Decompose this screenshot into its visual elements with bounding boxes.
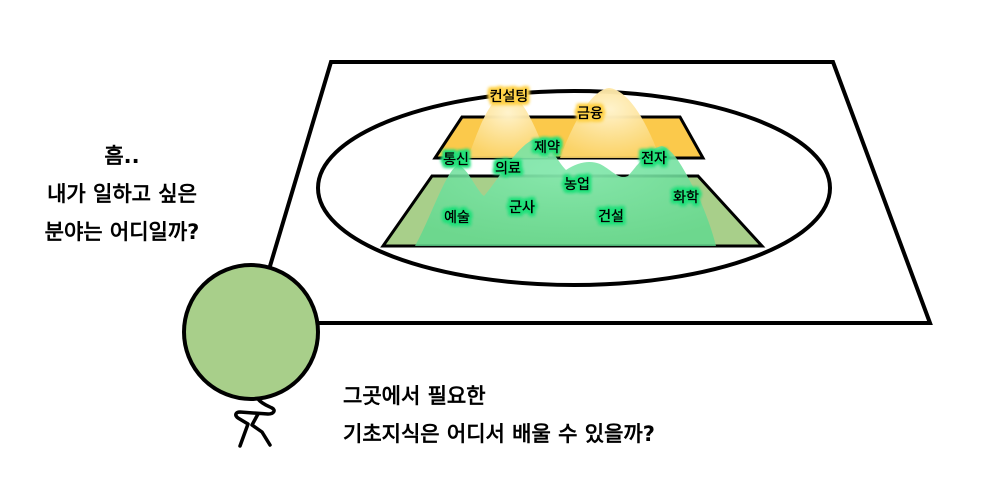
- left-thought-line-3: 분야는 어디일까?: [44, 220, 200, 244]
- upper-peak-consulting: [468, 93, 548, 158]
- lower-label-telecom: 통신: [443, 152, 469, 168]
- lower-label-pharma: 제약: [534, 139, 560, 156]
- lower-label-medical: 의료: [495, 160, 521, 177]
- bottom-thought-line-2: 기초지식은 어디서 배울 수 있을까?: [343, 422, 655, 446]
- lower-label-chemistry: 화학: [673, 190, 699, 206]
- lower-peaks: [415, 139, 716, 246]
- lower-label-military: 군사: [509, 200, 535, 216]
- upper-label-finance: 금융: [577, 106, 603, 122]
- bottom-thought-bubble: 그곳에서 필요한 기초지식은 어디서 배울 수 있을까?: [343, 377, 763, 453]
- bottom-thought-line-1: 그곳에서 필요한: [343, 384, 486, 408]
- person-head: [182, 263, 320, 401]
- upper-layer: 컨설팅 금융: [432, 88, 706, 160]
- lower-label-construction: 건설: [598, 208, 624, 225]
- upper-label-consulting: 컨설팅: [490, 88, 529, 105]
- lower-label-electronics: 전자: [641, 150, 667, 167]
- lower-label-agriculture: 농업: [564, 177, 590, 193]
- person-legs: [234, 397, 276, 448]
- left-thought-bubble: 흠.. 내가 일하고 싶은 분야는 어디일까?: [22, 137, 222, 251]
- person-figure: [182, 263, 320, 448]
- lower-layer: 통신 의료 제약 농업 전자 예술 군사 건설 화학: [380, 139, 766, 248]
- upper-peak-finance: [560, 88, 660, 158]
- lower-label-art: 예술: [444, 210, 470, 226]
- left-thought-line-1: 흠..: [104, 144, 140, 168]
- left-thought-line-2: 내가 일하고 싶은: [47, 182, 197, 206]
